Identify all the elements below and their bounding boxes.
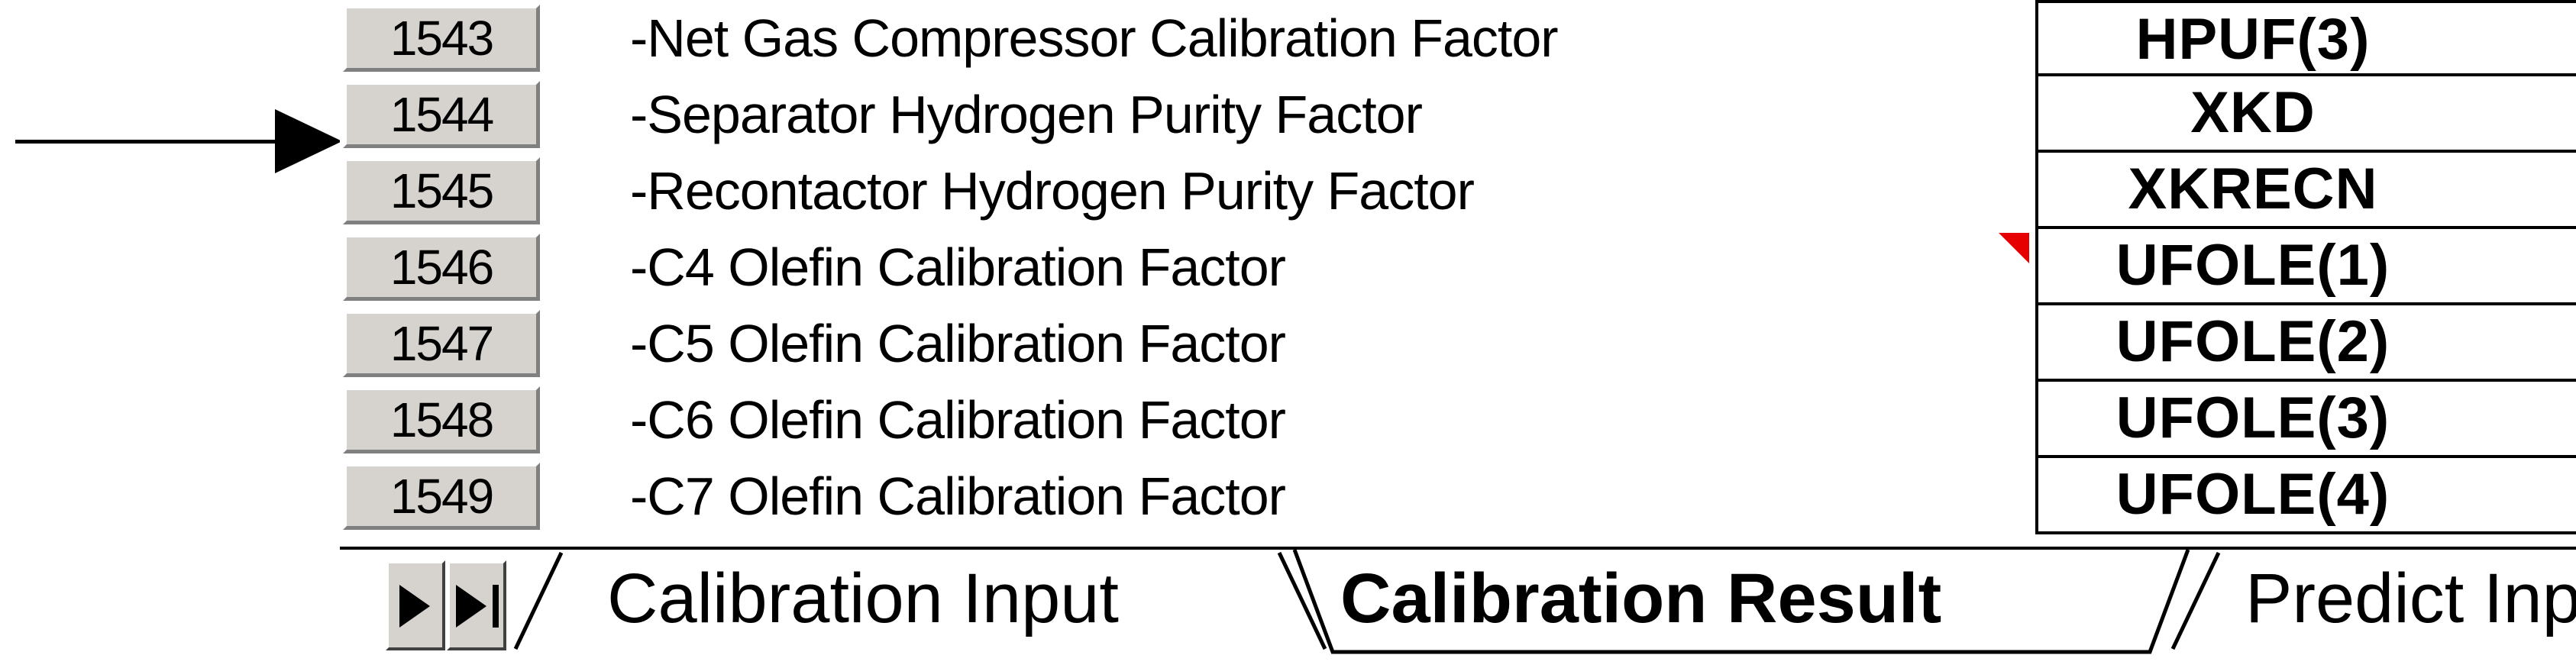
table-row: 1543 -Net Gas Compressor Calibration Fac… [340,0,2576,76]
tab-calibration-result[interactable]: Calibration Result [1292,550,2190,657]
variable-cell[interactable]: XKD [2035,76,2576,153]
variable-cell[interactable]: HPUF(3) [2035,0,2576,76]
row-description[interactable]: -C5 Olefin Calibration Factor [630,314,1286,373]
row-header[interactable]: 1544 [343,81,540,148]
last-sheet-bar [493,585,499,628]
sheet-tab-bar: Calibration Input Calibration Result Pre… [340,547,2576,668]
table-row: 1547 -C5 Olefin Calibration Factor UFOLE… [340,305,2576,382]
next-sheet-icon [399,585,430,628]
row-description[interactable]: -C7 Olefin Calibration Factor [630,466,1286,526]
table-row: 1544 -Separator Hydrogen Purity Factor X… [340,76,2576,153]
tab-label: Calibration Input [607,560,1119,637]
row-description[interactable]: -Recontactor Hydrogen Purity Factor [630,161,1475,221]
row-description[interactable]: -C6 Olefin Calibration Factor [630,390,1286,450]
row-description[interactable]: -Separator Hydrogen Purity Factor [630,85,1423,144]
annotation-arrow-line [15,140,287,144]
row-description[interactable]: -C4 Olefin Calibration Factor [630,237,1286,297]
tab-calibration-input[interactable]: Calibration Input [513,550,1327,657]
row-header[interactable]: 1547 [343,310,540,377]
variable-cell[interactable]: XKRECN [2035,153,2576,229]
row-header[interactable]: 1548 [343,386,540,453]
row-header[interactable]: 1549 [343,463,540,530]
table-row: 1545 -Recontactor Hydrogen Purity Factor… [340,153,2576,229]
table-row: 1549 -C7 Olefin Calibration Factor UFOLE… [340,458,2576,534]
last-sheet-icon [456,585,486,628]
next-sheet-button[interactable] [386,560,445,650]
tab-outline [1292,550,2190,654]
row-header[interactable]: 1545 [343,157,540,224]
variable-cell[interactable]: UFOLE(3) [2035,382,2576,458]
comment-indicator-icon[interactable] [1999,233,2029,263]
row-header[interactable]: 1546 [343,234,540,301]
row-header[interactable]: 1543 [343,5,540,72]
annotation-arrow-head-icon [275,109,342,173]
table-row: 1546 -C4 Olefin Calibration Factor UFOLE… [340,229,2576,305]
tab-label: Predict Input [2245,560,2576,637]
last-sheet-button[interactable] [447,560,506,650]
variable-cell[interactable]: UFOLE(2) [2035,305,2576,382]
variable-cell[interactable]: UFOLE(1) [2035,229,2576,305]
row-description[interactable]: -Net Gas Compressor Calibration Factor [630,8,1559,68]
tab-label: Calibration Result [1340,560,1942,637]
tab-outline [513,551,1327,650]
tab-predict-input[interactable]: Predict Input [2170,550,2576,657]
variable-cell[interactable]: UFOLE(4) [2035,458,2576,534]
tab-outline [2170,551,2221,650]
worksheet-grid: 1543 -Net Gas Compressor Calibration Fac… [340,0,2576,547]
table-row: 1548 -C6 Olefin Calibration Factor UFOLE… [340,382,2576,458]
